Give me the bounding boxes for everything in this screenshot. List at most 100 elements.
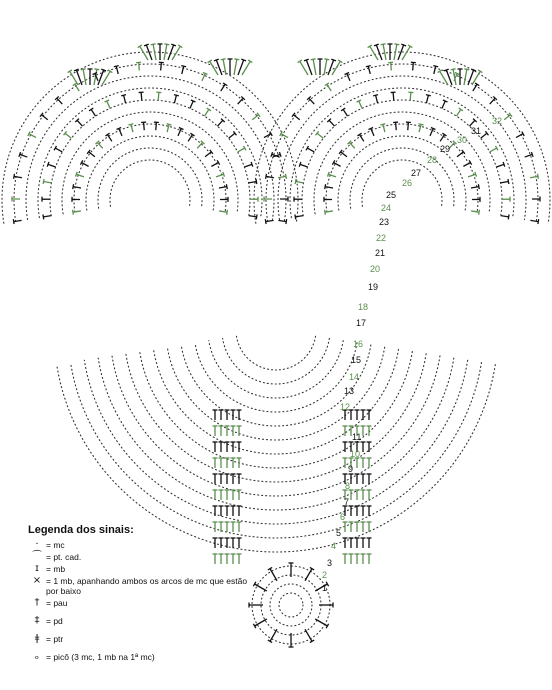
stitch-post bbox=[392, 92, 395, 101]
stitch-top bbox=[177, 44, 183, 49]
stitch-top bbox=[450, 68, 456, 71]
stitch-top bbox=[216, 160, 221, 166]
stitch-post bbox=[375, 44, 383, 61]
stitch-post bbox=[254, 583, 268, 592]
stitch-top bbox=[507, 178, 510, 185]
stitch-post bbox=[163, 44, 168, 61]
stitch-post bbox=[209, 60, 219, 76]
chain-arc bbox=[49, 99, 251, 217]
stitch-post bbox=[122, 95, 127, 104]
stitch-post bbox=[295, 215, 304, 218]
stitch-post bbox=[41, 114, 49, 121]
stitch-top bbox=[468, 160, 473, 166]
stitch-post bbox=[201, 73, 206, 82]
stitch-top bbox=[291, 112, 296, 118]
stitch-top bbox=[325, 581, 330, 587]
stitch-post bbox=[81, 161, 89, 167]
stitch-post bbox=[97, 69, 105, 86]
legend-item-text: = picô (3 mc, 1 mb na 1ª mc) bbox=[46, 652, 155, 662]
stitch-post bbox=[455, 109, 462, 117]
legend-item-text: = pd bbox=[46, 616, 63, 626]
stitch-post bbox=[448, 141, 456, 149]
stitch-top bbox=[18, 151, 22, 157]
stitch-top bbox=[347, 140, 352, 145]
stitch-top bbox=[92, 71, 98, 76]
stitch-top bbox=[477, 184, 480, 190]
stitch-post bbox=[331, 60, 341, 76]
stitch-top bbox=[137, 44, 143, 49]
stitch-top bbox=[326, 171, 330, 177]
stitch-top bbox=[298, 161, 302, 167]
stitch-post bbox=[215, 59, 223, 76]
stitch-post bbox=[312, 59, 317, 76]
stitch-top bbox=[27, 131, 31, 137]
stitch-post bbox=[472, 83, 478, 92]
legend-item-cross: × = 1 mb, apanhando ambos os arcos de mc… bbox=[28, 576, 258, 597]
stitch-top bbox=[536, 173, 540, 179]
legend-item-pd: ‡ = pd bbox=[28, 616, 258, 627]
stitch-post bbox=[152, 44, 157, 61]
stitch-top bbox=[324, 184, 327, 190]
stitch-post bbox=[115, 66, 119, 75]
round-number: 4 bbox=[331, 541, 336, 551]
stitch-post bbox=[299, 60, 309, 76]
chain-arc bbox=[253, 51, 551, 224]
stitch-top bbox=[79, 160, 84, 166]
stitch-post bbox=[101, 70, 111, 86]
chain-arc bbox=[83, 359, 469, 525]
stitch-top bbox=[200, 140, 205, 145]
chain-arc bbox=[70, 361, 482, 539]
stitch-top bbox=[73, 68, 79, 72]
stitch-top bbox=[234, 58, 240, 61]
stitch-top bbox=[190, 99, 196, 103]
stitch-top bbox=[425, 94, 431, 97]
stitch-post bbox=[374, 95, 379, 104]
stitch-top bbox=[46, 161, 50, 167]
stitch-top bbox=[53, 145, 58, 151]
stitch-top bbox=[12, 219, 15, 225]
stitch-post bbox=[489, 97, 496, 105]
round-number: 32 bbox=[492, 116, 502, 126]
stitch-top bbox=[255, 178, 258, 185]
stitch-top bbox=[80, 68, 86, 71]
chain-arc bbox=[97, 357, 455, 511]
stitch-top bbox=[442, 99, 448, 103]
stitch-post bbox=[75, 69, 83, 86]
stitch-post bbox=[348, 141, 356, 149]
stitch-top bbox=[278, 151, 282, 157]
stitch-post bbox=[293, 114, 301, 121]
stitch-post bbox=[500, 215, 509, 218]
stitch-top bbox=[12, 173, 16, 179]
round-number: 27 bbox=[411, 168, 421, 178]
chain-arc bbox=[25, 75, 275, 220]
stitch-post bbox=[155, 122, 158, 131]
chain-arc bbox=[13, 63, 287, 222]
stitch-post bbox=[369, 45, 379, 61]
chain-arc bbox=[37, 87, 263, 219]
round-number: 23 bbox=[379, 217, 389, 227]
stitch-top bbox=[324, 82, 330, 87]
stitch-post bbox=[203, 109, 210, 117]
stitch-top bbox=[508, 112, 513, 118]
stitch-top bbox=[256, 112, 261, 118]
stitch-top bbox=[128, 123, 134, 126]
round-number: 18 bbox=[358, 302, 368, 312]
single-crochet-symbol-icon: ɪ bbox=[35, 563, 39, 574]
stitch-top bbox=[285, 219, 288, 225]
stitch-post bbox=[441, 100, 446, 109]
stitch-post bbox=[145, 44, 153, 61]
stitch-post bbox=[382, 44, 387, 61]
stitch-post bbox=[265, 219, 274, 223]
stitch-top bbox=[394, 43, 400, 46]
stitch-post bbox=[390, 62, 392, 71]
stitch-post bbox=[529, 175, 539, 179]
stitch-post bbox=[138, 62, 140, 71]
stitch-post bbox=[19, 153, 28, 158]
legend-item-pau: † = pau bbox=[28, 598, 258, 609]
stitch-post bbox=[241, 60, 251, 76]
stitch-post bbox=[367, 66, 371, 75]
chain-arc bbox=[325, 123, 479, 213]
stitch-top bbox=[226, 209, 229, 215]
stitch-top bbox=[86, 149, 91, 155]
